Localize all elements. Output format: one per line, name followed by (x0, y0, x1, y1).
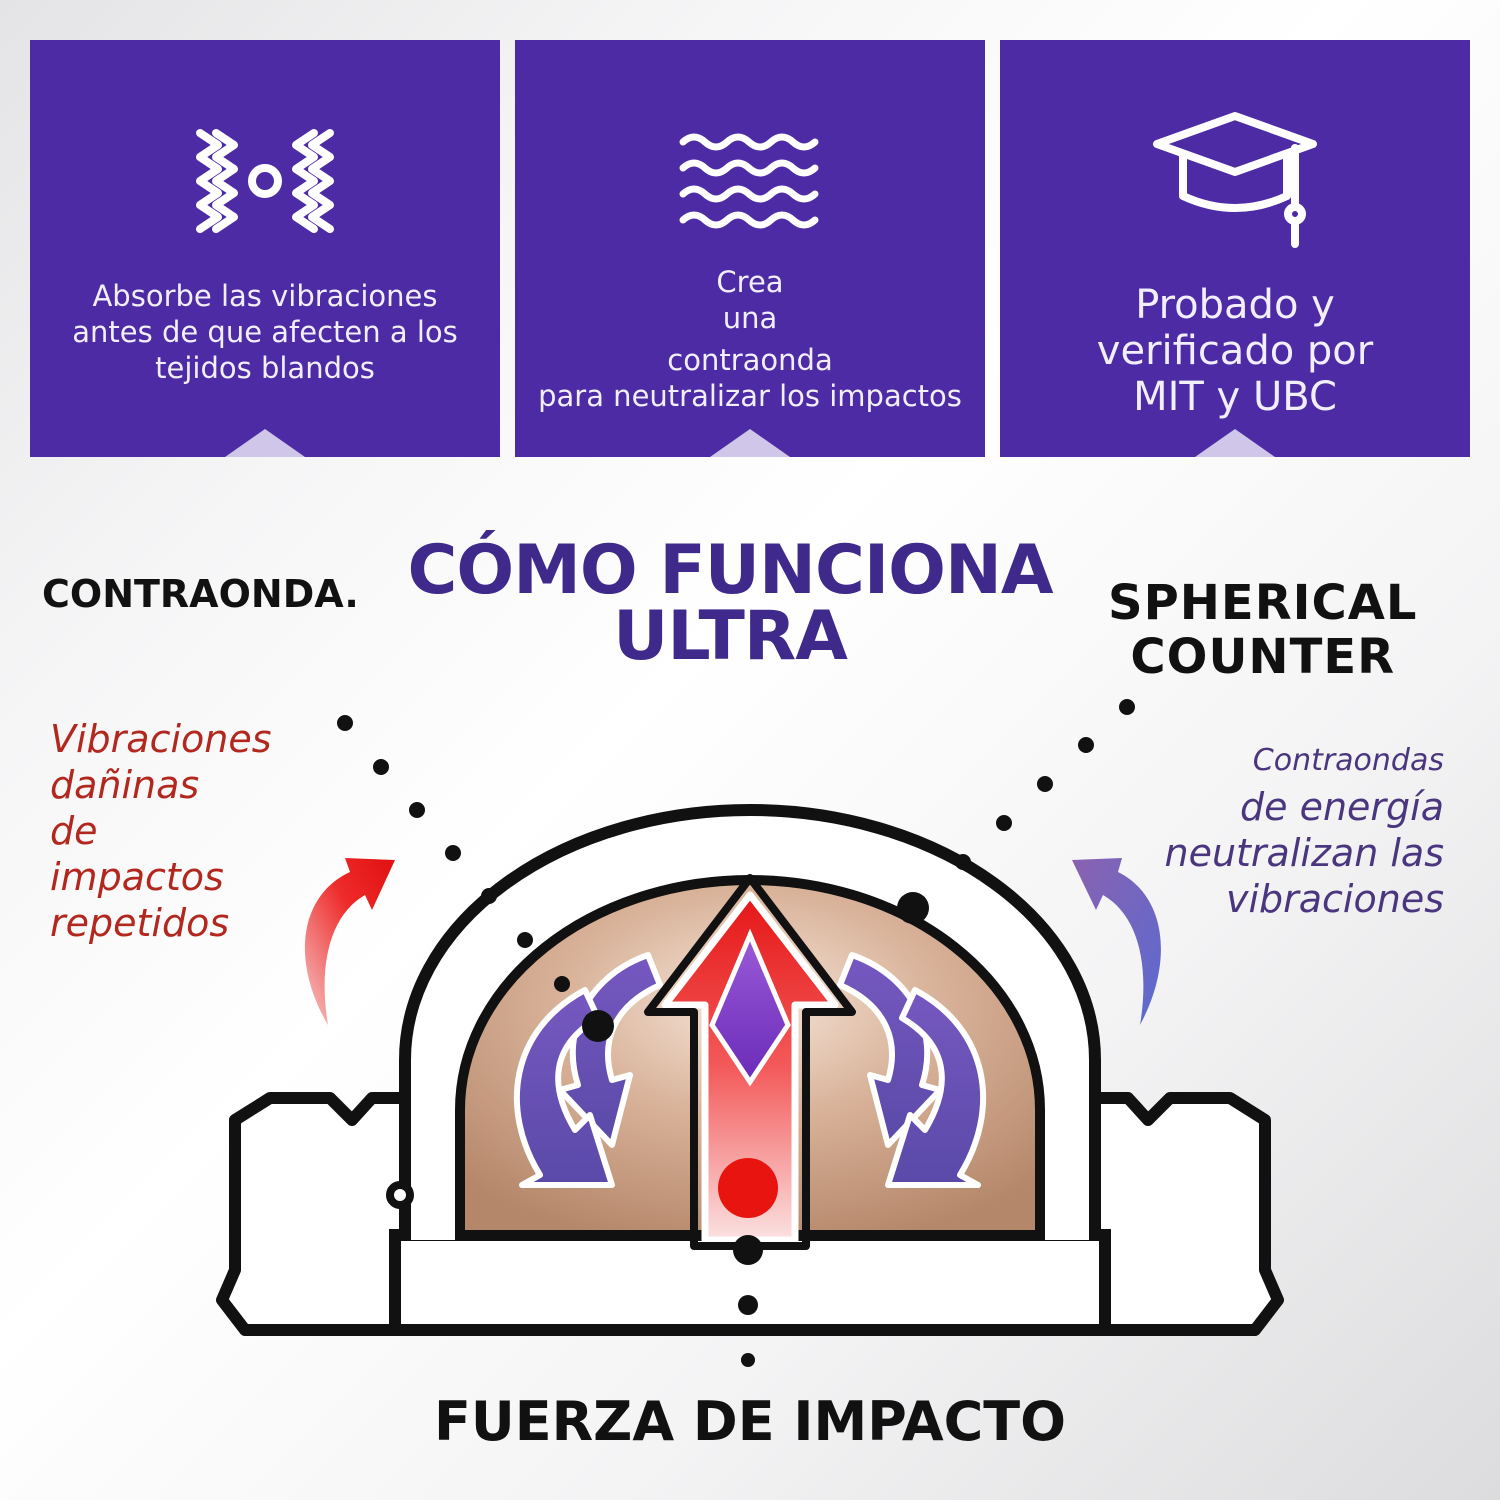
base-pad (1089, 1092, 1284, 1336)
contraonda-label: CONTRAONDA. (42, 572, 359, 616)
graduation-cap-icon (1153, 112, 1317, 248)
counterwave-arrows-left (513, 952, 663, 1188)
impact-force-label: FUERZA DE IMPACTO (433, 1390, 1067, 1453)
spherical-counter-label: SPHERICAL COUNTER (1108, 575, 1418, 685)
feature-text-tested: Probado y verificado por MIT y UBC (1096, 282, 1374, 420)
card-pointer (225, 429, 305, 457)
feature-card-counterwave: Crea una contraonda para neutralizar los… (515, 40, 985, 457)
energy-diamond (709, 928, 791, 1087)
vibration-absorb-icon (196, 129, 334, 233)
impact-point (718, 1158, 778, 1218)
harmful-vibration-arrow (304, 858, 395, 1025)
counterwave-arrows-right (837, 952, 987, 1188)
feature-card-tested: Probado y verificado por MIT y UBC (1000, 40, 1470, 457)
card-pointer (710, 429, 790, 457)
vibration-dots (337, 699, 1135, 1367)
counterwave-arrow (1072, 858, 1161, 1025)
waves-icon (679, 133, 819, 229)
feature-card-absorb: Absorbe las vibraciones antes de que afe… (30, 40, 500, 457)
card-pointer (1195, 429, 1275, 457)
harmful-vibrations-note: Vibraciones dañinas de impactos repetido… (50, 717, 272, 945)
page-title: CÓMO FUNCIONA ULTRA (407, 531, 1054, 676)
counterwave-note: Contraondas de energía neutralizan las v… (1164, 743, 1444, 921)
feature-text-absorb: Absorbe las vibraciones antes de que afe… (72, 279, 458, 385)
base-pad (216, 1092, 411, 1336)
feature-text-counterwave: Crea una contraonda para neutralizar los… (538, 265, 962, 413)
